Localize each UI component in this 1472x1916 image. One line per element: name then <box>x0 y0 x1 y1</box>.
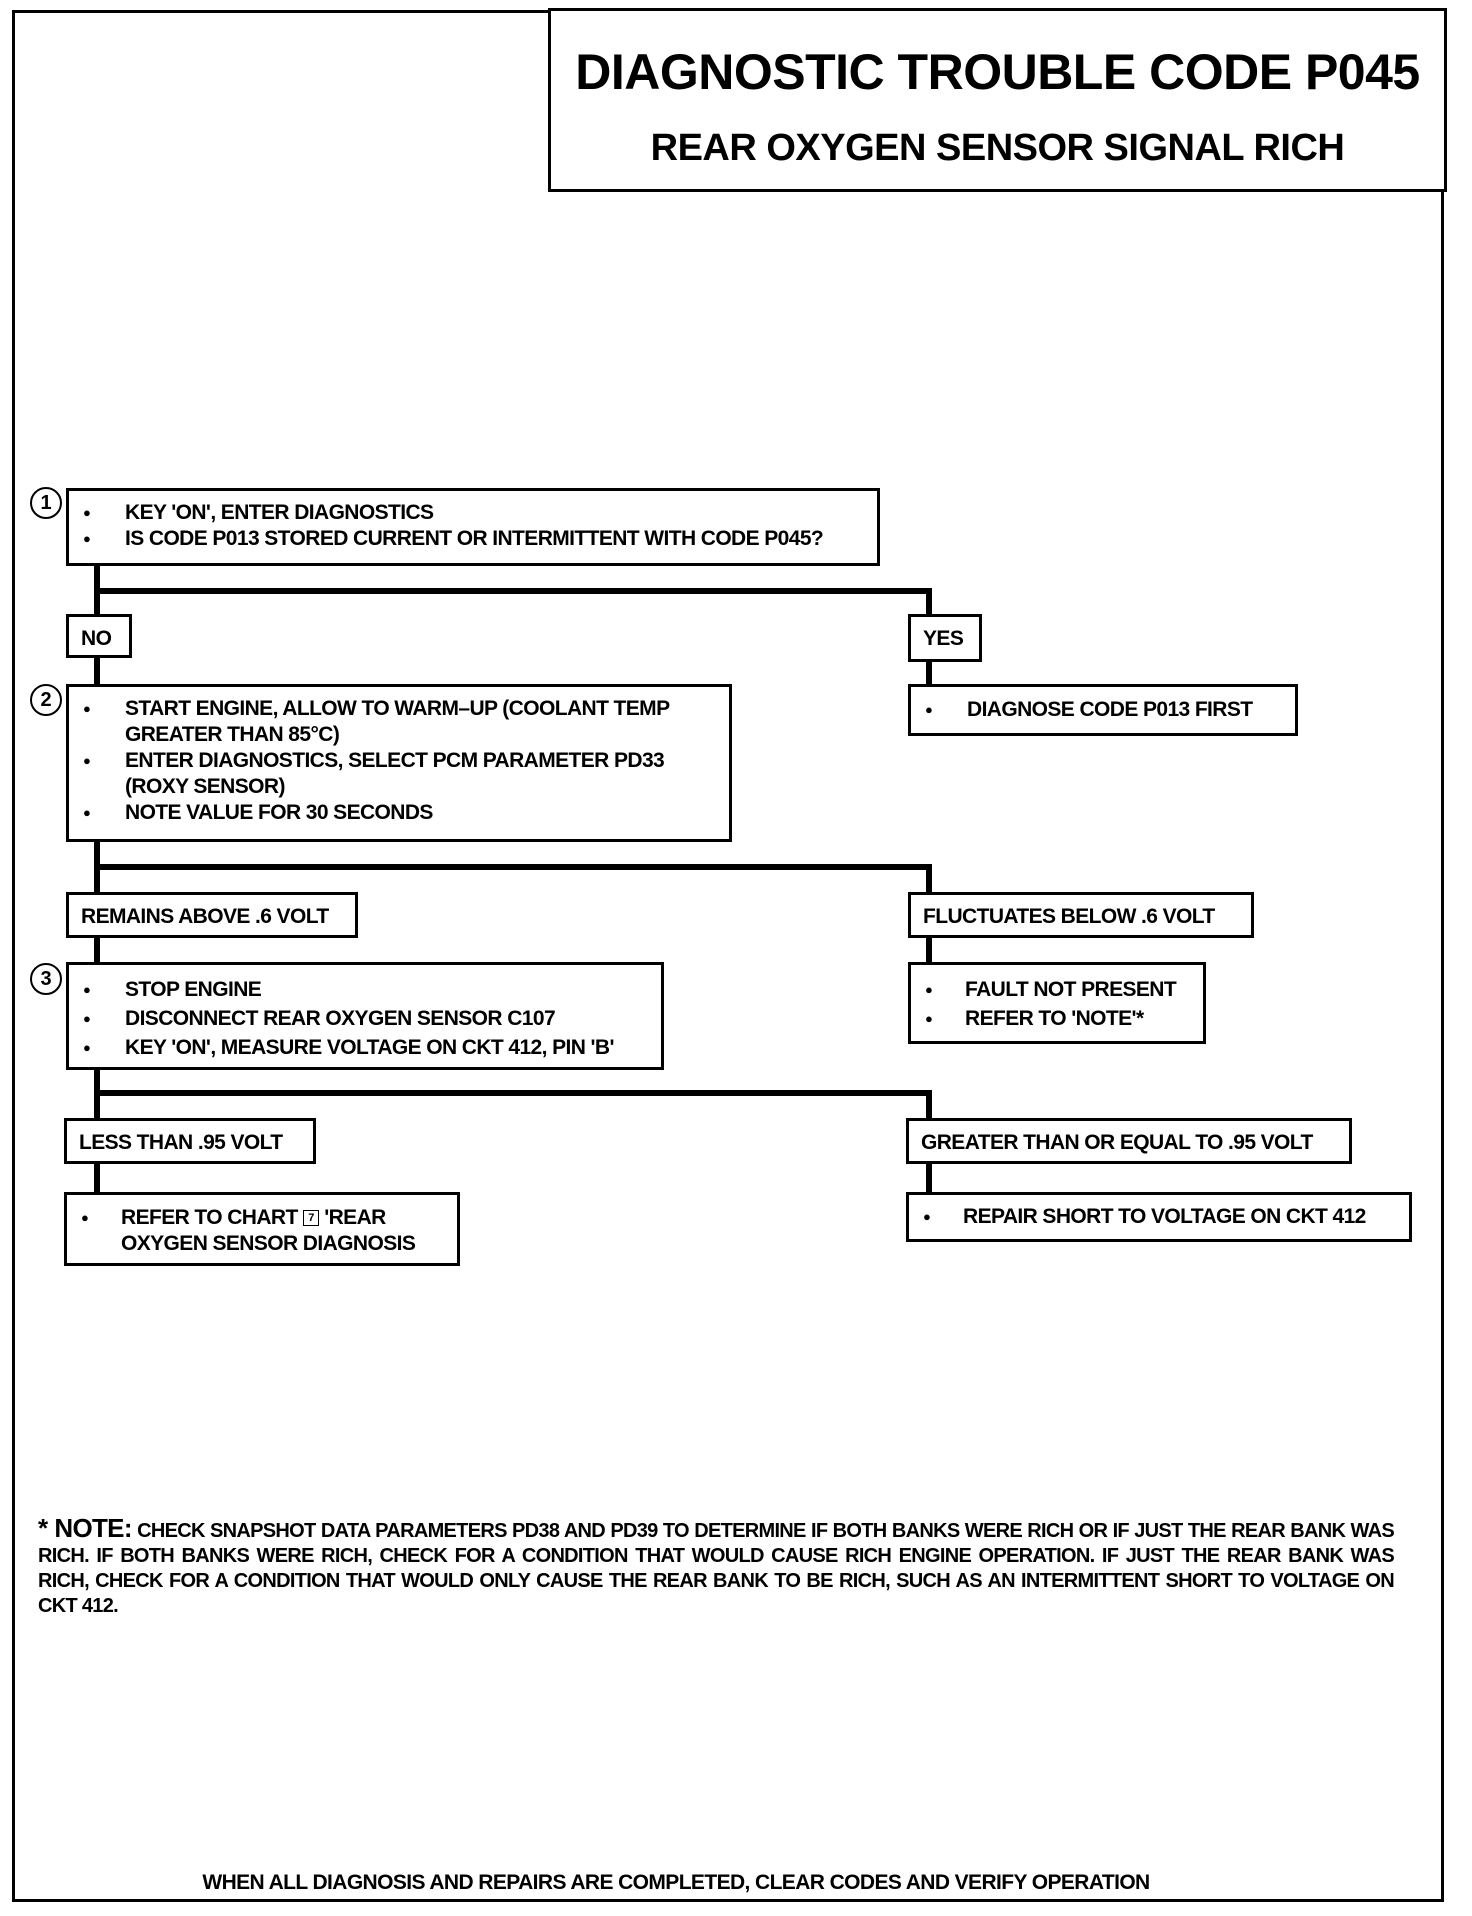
step-1-item: IS CODE P013 STORED CURRENT OR INTERMITT… <box>69 526 877 552</box>
note-text: CHECK SNAPSHOT DATA PARAMETERS PD38 AND … <box>38 1520 1395 1617</box>
connector-yes-down <box>926 588 932 618</box>
page-subtitle: REAR OXYGEN SENSOR SIGNAL RICH <box>650 127 1345 169</box>
result-item: DIAGNOSE CODE P013 FIRST <box>911 697 1295 723</box>
refer-chart-suffix: 'REAR OXYGEN SENSOR DIAGNOSIS <box>121 1206 416 1255</box>
connector-fluct-to-result <box>926 936 932 964</box>
connector-remains-to-3 <box>94 936 100 964</box>
branch-yes-label: YES <box>908 614 982 662</box>
step-2-item: ENTER DIAGNOSTICS, SELECT PCM PARAMETER … <box>69 748 729 800</box>
step-2-box: START ENGINE, ALLOW TO WARM–UP (COOLANT … <box>66 684 732 842</box>
page-title: DIAGNOSTIC TROUBLE CODE P045 <box>575 44 1420 100</box>
result-item: REPAIR SHORT TO VOLTAGE ON CKT 412 <box>909 1204 1409 1230</box>
branch-greater-equal-label: GREATER THAN OR EQUAL TO .95 VOLT <box>906 1118 1352 1164</box>
step-3-item: DISCONNECT REAR OXYGEN SENSOR C107 <box>69 1004 661 1033</box>
step-3-item: KEY 'ON', MEASURE VOLTAGE ON CKT 412, PI… <box>69 1033 661 1062</box>
branch-no-label: NO <box>66 614 132 658</box>
branch-remains-above-label: REMAINS ABOVE .6 VOLT <box>66 892 358 938</box>
result-diagnose-p013: DIAGNOSE CODE P013 FIRST <box>908 684 1298 736</box>
connector-yes-to-result <box>926 660 932 688</box>
result-item: REFER TO CHART 7 'REAR OXYGEN SENSOR DIA… <box>67 1205 457 1257</box>
result-fault-not-present: FAULT NOT PRESENT REFER TO 'NOTE'* <box>908 962 1206 1044</box>
result-repair-short: REPAIR SHORT TO VOLTAGE ON CKT 412 <box>906 1192 1412 1242</box>
connector-2-split <box>94 864 932 870</box>
step-2-marker: 2 <box>30 684 62 716</box>
connector-2-down <box>94 840 100 900</box>
step-3-marker: 3 <box>30 963 62 995</box>
step-1-item: KEY 'ON', ENTER DIAGNOSTICS <box>69 500 877 526</box>
branch-less-than-label: LESS THAN .95 VOLT <box>64 1118 316 1164</box>
note-label: * NOTE: <box>38 1513 132 1543</box>
connector-fluct-down <box>926 864 932 896</box>
connector-greater-down <box>926 1090 932 1120</box>
connector-1-split <box>94 588 932 594</box>
step-3-item: STOP ENGINE <box>69 975 661 1004</box>
connector-3-split <box>94 1090 932 1096</box>
connector-less-to-result <box>94 1162 100 1194</box>
connector-greater-to-result <box>926 1162 932 1194</box>
refer-chart-prefix: REFER TO CHART <box>121 1206 298 1229</box>
result-item: FAULT NOT PRESENT <box>911 975 1203 1004</box>
result-item: REFER TO 'NOTE'* <box>911 1004 1203 1033</box>
result-refer-chart: REFER TO CHART 7 'REAR OXYGEN SENSOR DIA… <box>64 1192 460 1266</box>
footer-instruction: WHEN ALL DIAGNOSIS AND REPAIRS ARE COMPL… <box>202 1871 1150 1894</box>
step-2-item: START ENGINE, ALLOW TO WARM–UP (COOLANT … <box>69 696 729 748</box>
title-block: DIAGNOSTIC TROUBLE CODE P045 REAR OXYGEN… <box>548 8 1447 192</box>
connector-no-to-2 <box>94 656 100 686</box>
step-1-marker: 1 <box>30 487 62 519</box>
note-block: * NOTE: CHECK SNAPSHOT DATA PARAMETERS P… <box>38 1513 1395 1619</box>
chart-reference-icon: 7 <box>302 1210 319 1227</box>
branch-fluctuates-below-label: FLUCTUATES BELOW .6 VOLT <box>908 892 1254 938</box>
step-1-box: KEY 'ON', ENTER DIAGNOSTICS IS CODE P013… <box>66 488 880 566</box>
step-3-box: STOP ENGINE DISCONNECT REAR OXYGEN SENSO… <box>66 962 664 1070</box>
step-2-item: NOTE VALUE FOR 30 SECONDS <box>69 800 729 826</box>
